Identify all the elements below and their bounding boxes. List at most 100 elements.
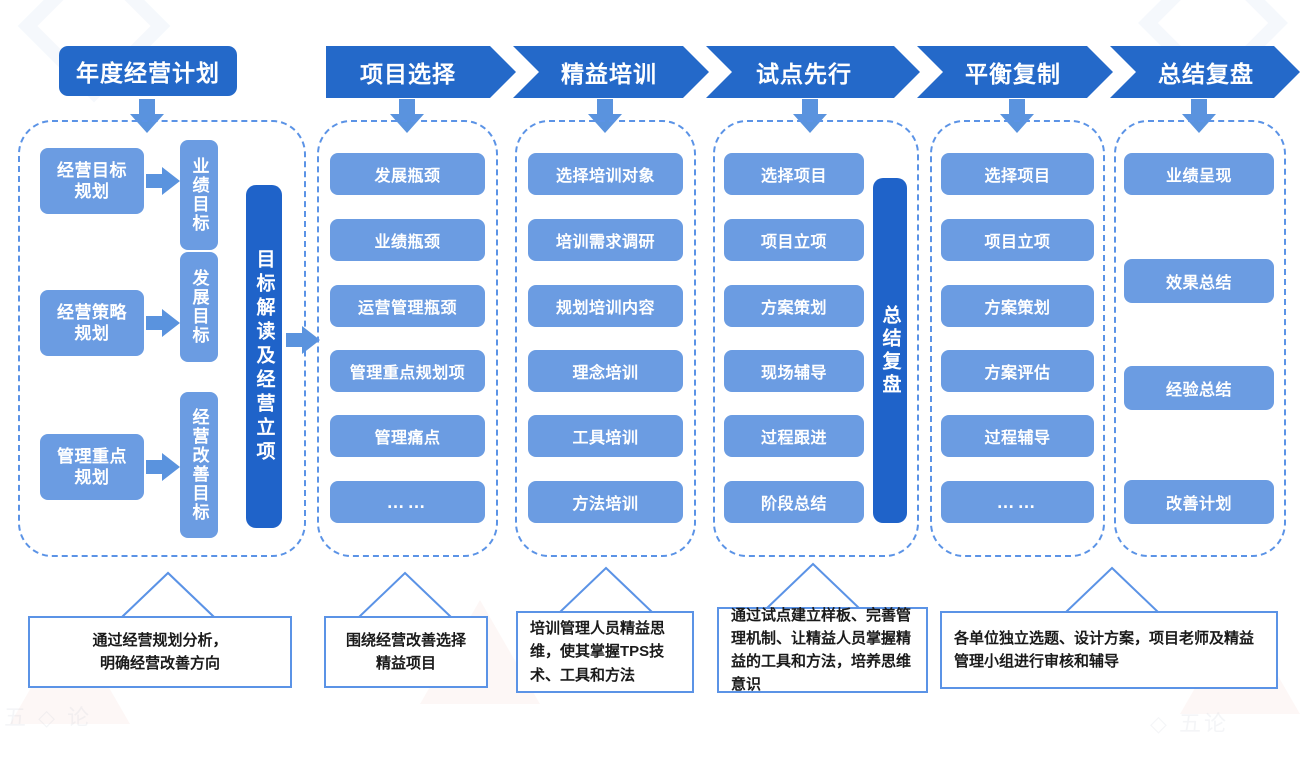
replication-item-2[interactable]: 项目立项 bbox=[941, 219, 1094, 261]
lean-training-item-2-label: 培训需求调研 bbox=[555, 234, 655, 251]
pilot-item-3[interactable]: 方案策划 bbox=[724, 285, 864, 327]
review-item-2[interactable]: 效果总结 bbox=[1124, 259, 1274, 303]
planning-source-1[interactable]: 经营目标规划 bbox=[40, 148, 144, 214]
review-item-1[interactable]: 业绩呈现 bbox=[1124, 153, 1274, 195]
replication-item-3[interactable]: 方案策划 bbox=[941, 285, 1094, 327]
replication-item-2-label: 项目立项 bbox=[984, 234, 1051, 251]
planning-target-3[interactable]: 经营改善目标 bbox=[180, 392, 218, 538]
project-selection-item-5-label: 管理痛点 bbox=[374, 430, 441, 447]
review-item-4[interactable]: 改善计划 bbox=[1124, 480, 1274, 524]
replication-item-4[interactable]: 方案评估 bbox=[941, 350, 1094, 392]
pilot-item-5[interactable]: 过程跟进 bbox=[724, 415, 864, 457]
arrow-down-phase-3-icon bbox=[793, 99, 827, 133]
pilot-summary-bar[interactable]: 总结复盘 bbox=[873, 178, 907, 523]
lean-training-item-4-label: 理念培训 bbox=[572, 365, 639, 382]
phase-header-5-label: 总结复盘 bbox=[1158, 61, 1254, 87]
replication-item-5[interactable]: 过程辅导 bbox=[941, 415, 1094, 457]
column-lean-training bbox=[515, 120, 696, 557]
pilot-item-6[interactable]: 阶段总结 bbox=[724, 481, 864, 523]
review-item-2-label: 效果总结 bbox=[1165, 275, 1232, 292]
replication-item-3-label: 方案策划 bbox=[984, 300, 1051, 317]
goal-interpretation-bar[interactable]: 目标解读及经营立项 bbox=[246, 185, 282, 528]
phase-header-3-label: 试点先行 bbox=[756, 61, 852, 87]
project-selection-item-6[interactable]: …… bbox=[330, 481, 485, 523]
lean-training-item-5-label: 工具培训 bbox=[572, 430, 639, 447]
project-selection-item-3-label: 运营管理瓶颈 bbox=[357, 300, 457, 317]
planning-source-3[interactable]: 管理重点规划 bbox=[40, 434, 144, 500]
pilot-item-3-label: 方案策划 bbox=[760, 300, 827, 317]
project-selection-item-2[interactable]: 业绩瓶颈 bbox=[330, 219, 485, 261]
arrow-down-phase-4-icon bbox=[1000, 99, 1034, 133]
annual-plan-title-label: 年度经营计划 bbox=[76, 60, 220, 86]
caption-1: 通过经营规划分析， 明确经营改善方向 bbox=[28, 616, 292, 688]
arrow-right-plan-3-icon bbox=[146, 453, 180, 481]
caption-5-text: 各单位独立选题、设计方案，项目老师及精益管理小组进行审核和辅导 bbox=[954, 629, 1255, 670]
pilot-item-1-label: 选择项目 bbox=[760, 168, 827, 185]
caption-3: 培训管理人员精益思维，使其掌握TPS技术、工具和方法 bbox=[516, 611, 694, 693]
phase-header-4[interactable]: 平衡复制 bbox=[917, 46, 1113, 98]
lean-training-item-6[interactable]: 方法培训 bbox=[528, 481, 683, 523]
project-selection-item-3[interactable]: 运营管理瓶颈 bbox=[330, 285, 485, 327]
caption-3-text: 培训管理人员精益思维，使其掌握TPS技术、工具和方法 bbox=[530, 620, 666, 684]
project-selection-item-1[interactable]: 发展瓶颈 bbox=[330, 153, 485, 195]
lean-training-item-3-label: 规划培训内容 bbox=[555, 300, 655, 317]
phase-header-2-label: 精益培训 bbox=[561, 61, 657, 87]
planning-target-3-label: 经营改善目标 bbox=[189, 408, 209, 522]
arrow-up-caption-1-icon bbox=[119, 571, 217, 619]
arrow-down-phase-2-icon bbox=[588, 99, 622, 133]
lean-training-item-5[interactable]: 工具培训 bbox=[528, 415, 683, 457]
phase-header-5[interactable]: 总结复盘 bbox=[1110, 46, 1300, 98]
pilot-item-4-label: 现场辅导 bbox=[760, 365, 827, 382]
planning-target-2-label: 发展目标 bbox=[189, 269, 209, 345]
project-selection-item-5[interactable]: 管理痛点 bbox=[330, 415, 485, 457]
replication-item-6[interactable]: …… bbox=[941, 481, 1094, 523]
watermark-text: 五 ◇ 论 bbox=[4, 705, 93, 730]
replication-item-1[interactable]: 选择项目 bbox=[941, 153, 1094, 195]
watermark-text: ◇ 五论 bbox=[1150, 711, 1230, 736]
lean-training-item-4[interactable]: 理念培训 bbox=[528, 350, 683, 392]
arrow-right-col1-to-col2-icon bbox=[286, 326, 320, 354]
arrow-down-phase-1-icon bbox=[390, 99, 424, 133]
planning-source-3-label: 管理重点规划 bbox=[57, 446, 127, 487]
pilot-item-1[interactable]: 选择项目 bbox=[724, 153, 864, 195]
review-item-3[interactable]: 经验总结 bbox=[1124, 366, 1274, 410]
column-project-selection bbox=[317, 120, 498, 557]
caption-4: 通过试点建立样板、完善管理机制、让精益人员掌握精益的工具和方法，培养思维意识 bbox=[717, 607, 928, 693]
arrow-right-plan-1-icon bbox=[146, 167, 180, 195]
planning-target-2[interactable]: 发展目标 bbox=[180, 252, 218, 362]
phase-header-3[interactable]: 试点先行 bbox=[706, 46, 920, 98]
column-balanced-replication bbox=[930, 120, 1105, 557]
phase-header-4-label: 平衡复制 bbox=[965, 61, 1061, 87]
caption-5: 各单位独立选题、设计方案，项目老师及精益管理小组进行审核和辅导 bbox=[940, 611, 1278, 689]
caption-2-text: 围绕经营改善选择 精益项目 bbox=[345, 631, 466, 672]
arrow-right-plan-2-icon bbox=[146, 309, 180, 337]
lean-training-item-1[interactable]: 选择培训对象 bbox=[528, 153, 683, 195]
pilot-item-4[interactable]: 现场辅导 bbox=[724, 350, 864, 392]
lean-training-item-2[interactable]: 培训需求调研 bbox=[528, 219, 683, 261]
phase-header-2[interactable]: 精益培训 bbox=[513, 46, 709, 98]
column-review bbox=[1114, 120, 1286, 557]
pilot-item-5-label: 过程跟进 bbox=[760, 430, 827, 447]
caption-2: 围绕经营改善选择 精益项目 bbox=[324, 616, 488, 688]
column-pilot bbox=[713, 120, 919, 557]
review-item-3-label: 经验总结 bbox=[1165, 382, 1232, 399]
project-selection-item-6-label: …… bbox=[386, 491, 429, 512]
pilot-summary-bar-label: 总结复盘 bbox=[879, 304, 901, 397]
phase-header-1[interactable]: 项目选择 bbox=[326, 46, 516, 98]
phase-header-1-label: 项目选择 bbox=[360, 61, 456, 87]
project-selection-item-1-label: 发展瓶颈 bbox=[374, 168, 441, 185]
goal-interpretation-bar-label: 目标解读及经营立项 bbox=[253, 248, 275, 465]
pilot-item-6-label: 阶段总结 bbox=[760, 496, 827, 513]
pilot-item-2[interactable]: 项目立项 bbox=[724, 219, 864, 261]
arrow-up-caption-3-icon bbox=[557, 566, 655, 614]
lean-training-item-3[interactable]: 规划培训内容 bbox=[528, 285, 683, 327]
arrow-down-plan-icon bbox=[130, 99, 164, 133]
project-selection-item-4[interactable]: 管理重点规划项 bbox=[330, 350, 485, 392]
planning-target-1[interactable]: 业绩目标 bbox=[180, 140, 218, 250]
replication-item-5-label: 过程辅导 bbox=[984, 430, 1051, 447]
project-selection-item-2-label: 业绩瓶颈 bbox=[374, 234, 441, 251]
arrow-up-caption-5-icon bbox=[1063, 566, 1161, 614]
review-item-1-label: 业绩呈现 bbox=[1165, 168, 1232, 185]
planning-source-2[interactable]: 经营策略规划 bbox=[40, 290, 144, 356]
